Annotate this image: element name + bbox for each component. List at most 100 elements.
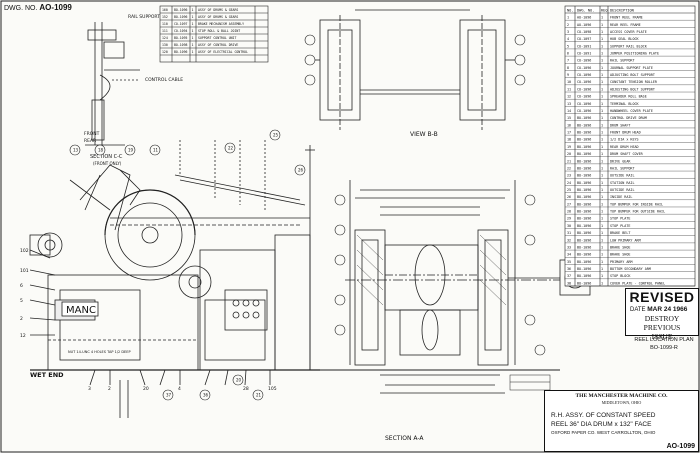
bom-cell: 7 (567, 59, 569, 63)
bom-cell: 4 (567, 37, 569, 41)
bom-cell: JOURNAL SUPPORT PLATE (610, 66, 653, 70)
bom-cell: 34 (567, 253, 571, 257)
bom-cell: BO-1096 (577, 238, 591, 242)
bom-cell: 36 (567, 267, 571, 271)
bom-cell: 1 (601, 23, 603, 27)
bom-cell: 12 (567, 95, 571, 99)
bom-cell: 1 (601, 245, 603, 249)
bom-cell: 24 (567, 181, 571, 185)
svg-text:4: 4 (178, 386, 181, 392)
bom-cell: 23 (567, 174, 571, 178)
bom-cell: BO-1096 (577, 260, 591, 264)
bom-cell: CO-1096 (577, 73, 591, 77)
bom-cell: 18 (567, 138, 571, 142)
small-table-cell: 1 (192, 43, 194, 47)
callouts-aa (334, 194, 546, 356)
bom-row-lines (565, 20, 695, 287)
bom-cell: 1 (601, 195, 603, 199)
bom-cell: TERMINAL BLOCK (610, 102, 640, 106)
small-table-cell: 160 (162, 8, 168, 12)
bom-cell: 1/2 DIA x KEYS (610, 138, 639, 142)
bom-cell: 9 (567, 73, 569, 77)
bom-cell: CO-1096 (577, 95, 591, 99)
drawing-number-top: DWG. NO. AO-1099 (4, 3, 72, 12)
bom-cell: 1 (601, 231, 603, 235)
bom-cell: BO-1096 (577, 274, 591, 278)
svg-text:25: 25 (273, 133, 279, 138)
section-aa-view (300, 180, 591, 394)
bom-cell: BO-1096 (577, 138, 591, 142)
small-table-cell: 152 (162, 15, 168, 19)
bom-cell: 1 (601, 102, 603, 106)
bom-cell: STOP PLATE (610, 217, 630, 221)
bom-cell: 1 (601, 37, 603, 41)
svg-text:22: 22 (228, 146, 234, 151)
bom-cell: HANDWHEEL COVER PLATE (610, 109, 653, 113)
svg-text:26: 26 (298, 168, 304, 173)
bom-cell: 15 (567, 116, 571, 120)
bom-cell: 5 (567, 44, 569, 48)
bom-cell: 1 (601, 30, 603, 34)
svg-text:12: 12 (20, 333, 26, 339)
bom-cell: TOP BUMPER FOR OUTSIDE RAIL (610, 210, 665, 214)
svg-text:6: 6 (20, 283, 23, 289)
small-table-cell: BO-1096 (174, 8, 188, 12)
bom-cell: 1 (601, 181, 603, 185)
bom-cell: BO-1096 (577, 174, 591, 178)
small-table-cell: 124 (162, 36, 168, 40)
revision-grid (509, 374, 551, 391)
bom-cell: 1 (601, 87, 603, 91)
bom-cell: 1 (601, 238, 603, 242)
view-bb (310, 9, 520, 130)
bom-cell: 17 (567, 131, 571, 135)
bom-cell: HUB SEAL BLOCK (610, 37, 640, 41)
svg-text:102: 102 (20, 248, 29, 254)
small-table-cell: 1 (192, 8, 194, 12)
bom-cell: 1 (601, 80, 603, 84)
svg-text:SECTION A-A: SECTION A-A (385, 435, 424, 442)
bom-cell: BO-1096 (577, 123, 591, 127)
bom-cell: OUTSIDE RAIL (610, 188, 635, 192)
bom-cell: 1 (601, 159, 603, 163)
small-table-cell: 111 (162, 29, 168, 33)
bom-cell: 26 (567, 195, 571, 199)
small-parts-table (159, 5, 269, 63)
bom-cell: BO-1096 (577, 245, 591, 249)
svg-text:3: 3 (88, 386, 91, 392)
bom-cell: 1 (601, 210, 603, 214)
bom-header-cell: DWG. NO. (577, 9, 594, 13)
bom-cell: BO-1096 (577, 195, 591, 199)
bom-cell: ADJUSTING BOLT SUPPORT (610, 73, 655, 77)
bom-cell: 3 (567, 30, 569, 34)
svg-text:21: 21 (256, 393, 262, 398)
side-elevation-view (29, 140, 320, 418)
svg-text:RAIL SUPPORT: RAIL SUPPORT (128, 14, 160, 20)
bom-cell: BO-1096 (577, 145, 591, 149)
bom-header-cell: REQ (601, 9, 608, 13)
bom-cell: AO-1096 (577, 16, 591, 20)
bom-cell: 19 (567, 145, 571, 149)
svg-text:37: 37 (166, 393, 172, 398)
small-table-cell: STOP ROLL & BALL JOINT (198, 29, 240, 33)
section-cc-view (85, 22, 140, 146)
callouts-bb (304, 34, 526, 86)
small-table-cell: BO-1095 (174, 36, 188, 40)
bom-cell: BO-1096 (577, 131, 591, 135)
bom-cell: 1 (601, 123, 603, 127)
small-table-cell: ASSY OF ELECTRICAL CONTROL (198, 50, 248, 54)
bom-cell: 35 (567, 260, 571, 264)
bom-cell: 2 (567, 23, 569, 27)
bom-cell: 1 (601, 145, 603, 149)
small-table-cell: 1 (192, 15, 194, 19)
svg-text:(FRONT ONLY): (FRONT ONLY) (93, 161, 122, 166)
bom-cell: BRAKE SHOE (610, 253, 630, 257)
bom-cell: BO-1096 (577, 267, 591, 271)
bom-cell: 1 (601, 253, 603, 257)
svg-text:CONTROL CABLE: CONTROL CABLE (145, 77, 183, 83)
small-table-cell: ASSY OF CONTROL DRIVE (198, 43, 238, 47)
bom-cell: CO-1096 (577, 87, 591, 91)
bom-cell: COVER PLATE - CONTROL PANEL (610, 281, 665, 285)
bom-cell: 1 (601, 152, 603, 156)
